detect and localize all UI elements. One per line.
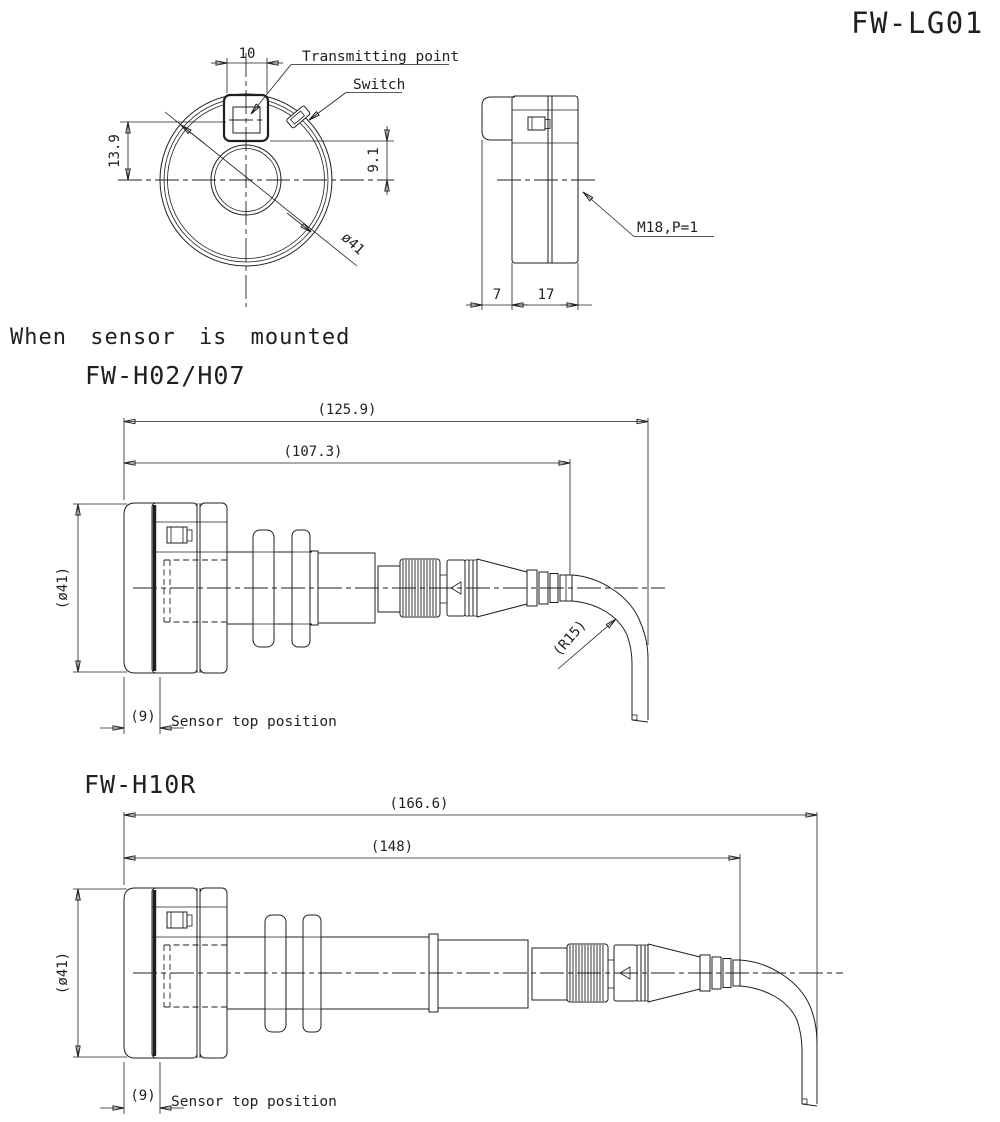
dim-9-h10r-text: (9) [130,1088,155,1104]
side-switch [527,116,546,131]
transmitting-point-callout: Transmitting point [250,49,459,115]
sensor-top-label-h10r: Sensor top position [171,1094,337,1110]
switch-label: Switch [353,77,405,93]
sensor-barrel-h02 [227,529,401,648]
head-cap [123,502,164,674]
shaft [531,947,568,1001]
cable-h10r [739,959,818,1107]
dim-148-text: (148) [371,839,413,855]
dim-window-width: 10 [211,46,283,93]
dim-r15-text: (R15) [550,617,590,659]
dim-dia41-h10r: (ø41) [55,888,127,1058]
side-protrusion [481,96,515,141]
dim-13-9-text: 13.9 [107,134,123,168]
hex-nut [264,914,287,1033]
dim-107-3-text: (107.3) [283,444,342,460]
side-body [511,95,579,264]
dim-side-widths: 7 17 [466,140,592,310]
sensor-top-label-h02: Sensor top position [171,714,337,730]
front-view: 10 13.9 9.1 ø41 Transmitting point [107,46,459,307]
shaft [377,565,401,613]
neck [607,959,615,989]
dim-9-h02-text: (9) [130,709,155,725]
side-view: 7 17 M18,P=1 [466,95,714,310]
drawing-h10r: (166.6) (148) (ø41) (9) Sensor top posit… [55,796,843,1114]
dim-dia41-h02: (ø41) [55,503,127,673]
dim-166-6-text: (166.6) [389,796,448,812]
head-cap [123,887,164,1059]
dim-7-text: 7 [493,287,501,303]
dim-dia41-h10r-text: (ø41) [55,952,71,994]
section-heading: When sensor is mounted [10,325,350,350]
hex-nut [291,529,311,648]
dim-center-to-window: 13.9 [107,121,226,181]
dim-overall-166: (166.6) [123,796,818,1042]
head-switch [166,911,188,929]
cable-h02 [571,574,649,723]
dim-body-107: (107.3) [123,444,571,575]
switch-callout: Switch [308,77,405,121]
body-tube [437,939,529,1009]
dim-overall-125: (125.9) [123,402,649,645]
sensor-barrel-h10r [227,914,568,1033]
sheet-title: FW-LG01 [851,6,984,40]
dim-offset-9-h02: (9) Sensor top position [100,677,337,734]
neck [439,574,448,604]
dim-17-text: 17 [538,287,555,303]
dim-center-to-flat: 9.1 [270,126,394,195]
hex-nut [252,529,275,648]
dim-125-9-text: (125.9) [317,402,376,418]
dim-dia41-h02-text: (ø41) [55,567,71,609]
head-switch [166,526,188,544]
drawing-h02: (125.9) (107.3) (ø41) (9) Sensor top pos… [55,402,665,734]
switch-bump [286,105,311,129]
bend-radius-callout: (R15) [550,617,617,670]
dim-9-1-text: 9.1 [366,147,382,172]
transmitting-point-label: Transmitting point [302,49,459,65]
model-label-h02: FW-H02/H07 [85,361,246,390]
thread-label: M18,P=1 [637,220,698,236]
model-label-h10r: FW-H10R [84,770,196,799]
dim-body-148: (148) [123,839,741,960]
thread-callout: M18,P=1 [582,191,714,237]
dim-offset-9-h10r: (9) Sensor top position [100,1062,337,1114]
dim-10-text: 10 [239,46,256,62]
hex-nut [302,914,322,1033]
